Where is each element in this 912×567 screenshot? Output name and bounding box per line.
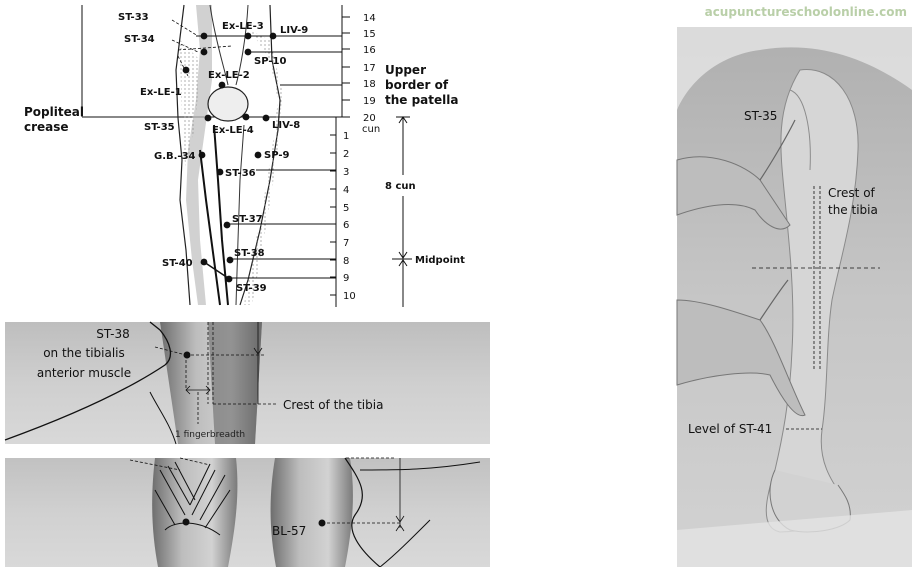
st38-point-marker xyxy=(183,351,191,359)
point-marker-st-39 xyxy=(225,275,233,283)
upper-border-label-2: border of xyxy=(385,78,449,92)
label-liv-9: LIV-9 xyxy=(280,25,308,36)
point-marker-st-37 xyxy=(223,221,231,229)
label-liv-8: LIV-8 xyxy=(272,120,300,131)
photo-leg: ST-35 Crest of the tibia Level of ST-41 xyxy=(676,27,912,567)
label-st-35: ST-35 xyxy=(144,122,175,133)
st38-title-2: on the tibialis xyxy=(43,346,125,360)
upper-scale-label: 19 xyxy=(363,96,376,107)
lower-scale-label: 4 xyxy=(343,185,349,196)
point-marker-gb-34 xyxy=(198,151,206,159)
popliteal-label-2: crease xyxy=(24,120,69,134)
lower-scale-label: 9 xyxy=(343,273,349,284)
st38-title-1: ST-38 xyxy=(96,327,129,341)
popliteal-label-1: Popliteal xyxy=(24,105,84,119)
label-ex-le-1: Ex-LE-1 xyxy=(140,87,182,98)
point-marker-ex-le-3 xyxy=(244,32,252,40)
fingerbreadth-label: 1 fingerbreadth xyxy=(175,430,245,440)
lower-scale-label: 5 xyxy=(343,203,349,214)
bl57-label: BL-57 xyxy=(272,524,306,538)
upper-scale-label: 18 xyxy=(363,79,376,90)
point-marker-sp-9 xyxy=(254,151,262,159)
cun-unit-label: cun xyxy=(362,124,380,135)
upper-scale-label: 16 xyxy=(363,45,376,56)
lower-scale-label: 7 xyxy=(343,238,349,249)
point-marker-ex-le-4 xyxy=(242,113,250,121)
upper-scale-label: 17 xyxy=(363,63,376,74)
crest-label-1: Crest of xyxy=(828,186,876,200)
label-ex-le-2: Ex-LE-2 xyxy=(208,70,250,81)
bl57-left-marker xyxy=(182,518,190,526)
lower-scale-label: 8 xyxy=(343,256,349,267)
label-st-36: ST-36 xyxy=(225,168,256,179)
photo-st38: ST-38 on the tibialis anterior muscle Cr… xyxy=(4,321,490,445)
crest-of-tibia-label: Crest of the tibia xyxy=(283,398,383,412)
lower-scale-label: 6 xyxy=(343,220,349,231)
photo-bl57: BL-57 xyxy=(5,457,490,567)
upper-scale-label: 14 xyxy=(363,13,376,24)
bl57-marker xyxy=(318,519,326,527)
lower-scale-label: 3 xyxy=(343,167,349,178)
label-st-34: ST-34 xyxy=(124,34,155,45)
upper-border-label-1: Upper xyxy=(385,63,426,77)
point-marker-ex-le-1 xyxy=(182,66,190,74)
point-marker-liv-9 xyxy=(269,32,277,40)
midpoint-label: Midpoint xyxy=(415,255,465,266)
point-marker-st-38 xyxy=(226,256,234,264)
label-st-40: ST-40 xyxy=(162,258,193,269)
point-marker-st-35 xyxy=(204,114,212,122)
point-marker-st-36 xyxy=(216,168,224,176)
st38-title-3: anterior muscle xyxy=(37,366,131,380)
upper-scale-label: 20 xyxy=(363,113,376,124)
label-gb-34: G.B.-34 xyxy=(154,151,196,162)
label-st-33: ST-33 xyxy=(118,12,149,23)
span-label: 8 cun xyxy=(385,181,416,192)
point-marker-st-40 xyxy=(200,258,208,266)
upper-border-label-3: the patella xyxy=(385,93,458,107)
st41-level-label: Level of ST-41 xyxy=(688,422,772,436)
point-marker-st-34 xyxy=(200,48,208,56)
label-st-38: ST-38 xyxy=(234,248,265,259)
lower-scale-label: 10 xyxy=(343,291,356,302)
point-marker-sp-10 xyxy=(244,48,252,56)
point-marker-liv-8 xyxy=(262,114,270,122)
watermark-text: acupunctureschoolonline.com xyxy=(705,5,907,19)
point-marker-st-33 xyxy=(200,32,208,40)
label-st-37: ST-37 xyxy=(232,214,263,225)
label-sp-9: SP-9 xyxy=(264,150,290,161)
label-sp-10: SP-10 xyxy=(254,56,286,67)
label-ex-le-4: Ex-LE-4 xyxy=(212,125,254,136)
point-marker-ex-le-2 xyxy=(218,81,226,89)
crest-label-2: the tibia xyxy=(828,203,878,217)
st35-label: ST-35 xyxy=(744,109,777,123)
upper-scale-label: 15 xyxy=(363,29,376,40)
label-ex-le-3: Ex-LE-3 xyxy=(222,21,264,32)
label-st-39: ST-39 xyxy=(236,283,267,294)
lower-scale-label: 1 xyxy=(343,131,349,142)
lower-scale-label: 2 xyxy=(343,149,349,160)
